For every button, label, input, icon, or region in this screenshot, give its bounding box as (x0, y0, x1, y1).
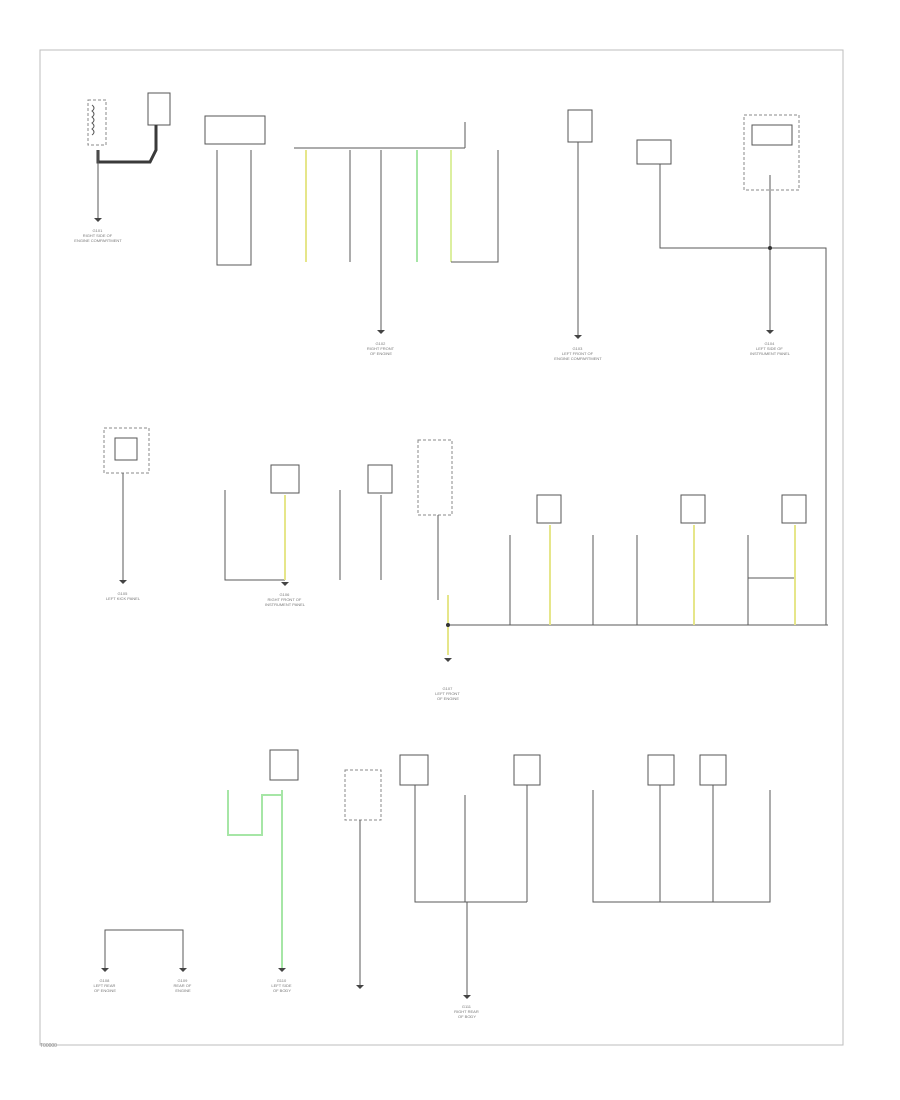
fuse-junction-block (204, 115, 266, 266)
footer-code: T00000 (40, 1043, 57, 1049)
ground-label-g10: G110 LEFT SIDE OF BODY (271, 978, 292, 993)
bottom-left-modules (101, 749, 299, 972)
ground-label-g3: G103 LEFT FRONT OF ENGINE COMPARTMENT (554, 346, 602, 361)
diagram-frame (39, 49, 844, 1046)
ground-label-g1: G101 RIGHT SIDE OF ENGINE COMPARTMENT (74, 228, 122, 243)
bottom-center-modules (344, 754, 541, 999)
splice-bus-top (294, 122, 499, 334)
ground-label-g5: G105 LEFT KICK PANEL (106, 591, 141, 601)
middle-center-left-modules (224, 464, 393, 586)
ground-label-g9: G109 REAR OF ENGINE (174, 978, 193, 993)
ground-label-g8: G108 LEFT REAR OF ENGINE (93, 978, 116, 993)
ground-label-g7: G107 LEFT FRONT OF ENGINE (435, 686, 461, 701)
ground-labels: G101 RIGHT SIDE OF ENGINE COMPARTMENT G1… (74, 228, 791, 1019)
ground-label-g6: G106 RIGHT FRONT OF INSTRUMENT PANEL (265, 592, 306, 607)
bottom-right-modules (592, 754, 771, 903)
ground-label-g2: G102 RIGHT FRONT OF ENGINE (367, 341, 395, 356)
middle-left-modules (103, 427, 150, 584)
ground-label-g4: G104 LEFT SIDE OF INSTRUMENT PANEL (750, 341, 791, 356)
middle-right-modules (417, 439, 828, 662)
battery-block (87, 92, 171, 222)
ground-label-g11: G111 RIGHT REAR OF BODY (454, 1004, 480, 1019)
top-right-modules (567, 109, 827, 625)
